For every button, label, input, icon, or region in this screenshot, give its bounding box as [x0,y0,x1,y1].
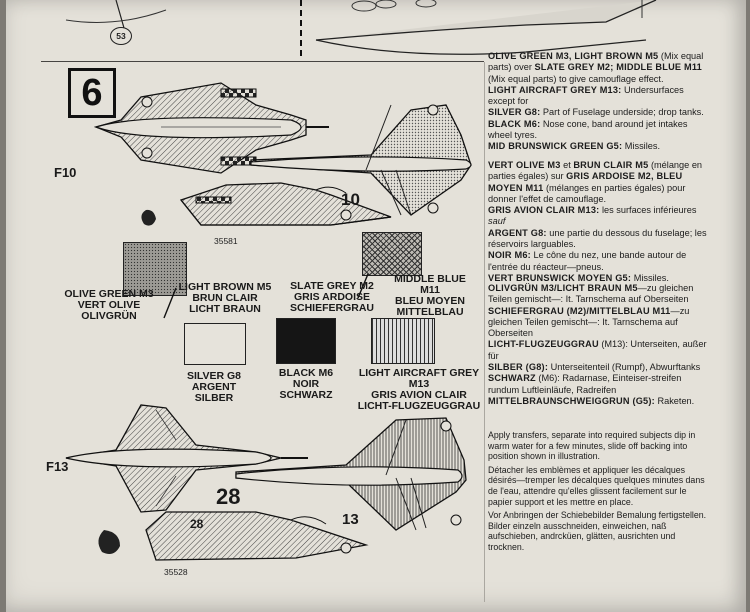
instr-de-1: OLIVGRÜN M3/LICHT BRAUN M5—zu gleichen T… [488,283,694,305]
f13-top-view [65,404,308,513]
swatch-light-aircraft-grey [371,318,435,364]
instr-de-6: MITTELBRAUNSCHWEIGGRUN (G5): Raketen. [488,395,695,406]
f10-side-view [141,182,392,226]
f10-drawings [93,82,472,226]
transfer-notes: Apply transfers, separate into required … [488,430,708,553]
f13-drawings [65,404,467,561]
f13-code-number-large: 28 [216,484,241,509]
swatch-slate-grey-middle-blue [362,232,422,276]
f13-code-number-small: 28 [190,517,204,531]
f10-top-view [93,82,329,174]
swatch-black [276,318,336,364]
f13-side-view [98,511,369,561]
instr-fr-4: NOIR M6: Le cône du nez, une bande autou… [488,250,687,272]
instr-de-4: SILBER (G8): Unterseitenteil (Rumpf), Ab… [488,362,701,373]
instr-en-3: SILVER G8: Part of Fuselage underside; d… [488,107,704,118]
previous-step-drawing [41,0,657,62]
instr-en-1: OLIVE GREEN M3, LIGHT BROWN M5 (Mix equa… [488,51,704,84]
swatch-olive-green-light-brown [123,242,187,296]
instr-de-2: SCHIEFERGRAU (M2)/MITTELBLAU M11—zu glei… [488,305,690,339]
instr-fr-1: VERT OLIVE M3 et BRUN CLAIR M5 (mélange … [488,160,703,204]
f10-bottom-view [250,104,472,216]
instr-de-3: LICHT-FLUGZEUGGRAU (M13): Unterseiten, a… [488,339,707,361]
f10-serial: 35581 [214,236,238,246]
instr-en-4: BLACK M6: Nose cone, band around jet int… [488,118,688,141]
swatch-separators [163,273,369,319]
instr-en-5: MID BRUNSWICK GREEN G5: Missiles. [488,141,661,152]
transfer-note-en: Apply transfers, separate into required … [488,430,696,462]
instr-fr-5: VERT BRUNSWICK MOYEN G5: Missiles. [488,272,669,283]
f10-code-number: 10 [341,190,360,209]
transfer-note-de: Vor Anbringen der Schiebebilder Bemalung… [488,510,707,552]
step-callout-53: 53 [110,27,132,45]
instr-en-2: LIGHT AIRCRAFT GREY M13: Undersurfaces e… [488,84,684,107]
transfer-note-fr: Détacher les emblèmes et appliquer les d… [488,464,705,507]
f13-label: F13 [46,459,69,474]
instructions-french: VERT OLIVE M3 et BRUN CLAIR M5 (mélange … [488,160,708,284]
instr-fr-3: ARGENT G8: une partie du dessous du fuse… [488,227,707,250]
step-number-badge: 6 [68,68,116,118]
f13-code-number-right: 13 [342,511,359,528]
f13-bottom-view [235,417,467,531]
column-divider [484,62,485,602]
instructions-english: OLIVE GREEN M3, LIGHT BROWN M5 (Mix equa… [488,51,708,153]
instruction-sheet: 53 6 [6,0,746,612]
swatch-silver [184,323,246,365]
instructions-german: OLIVGRÜN M3/LICHT BRAUN M5—zu gleichen T… [488,283,708,407]
instr-de-5: SCHWARZ (M6): Radarnase, Einteiser-strei… [488,373,682,395]
instr-fr-2: GRIS AVION CLAIR M13: les surfaces infér… [488,205,697,227]
f13-serial: 35528 [164,567,188,577]
f10-label: F10 [54,165,77,180]
